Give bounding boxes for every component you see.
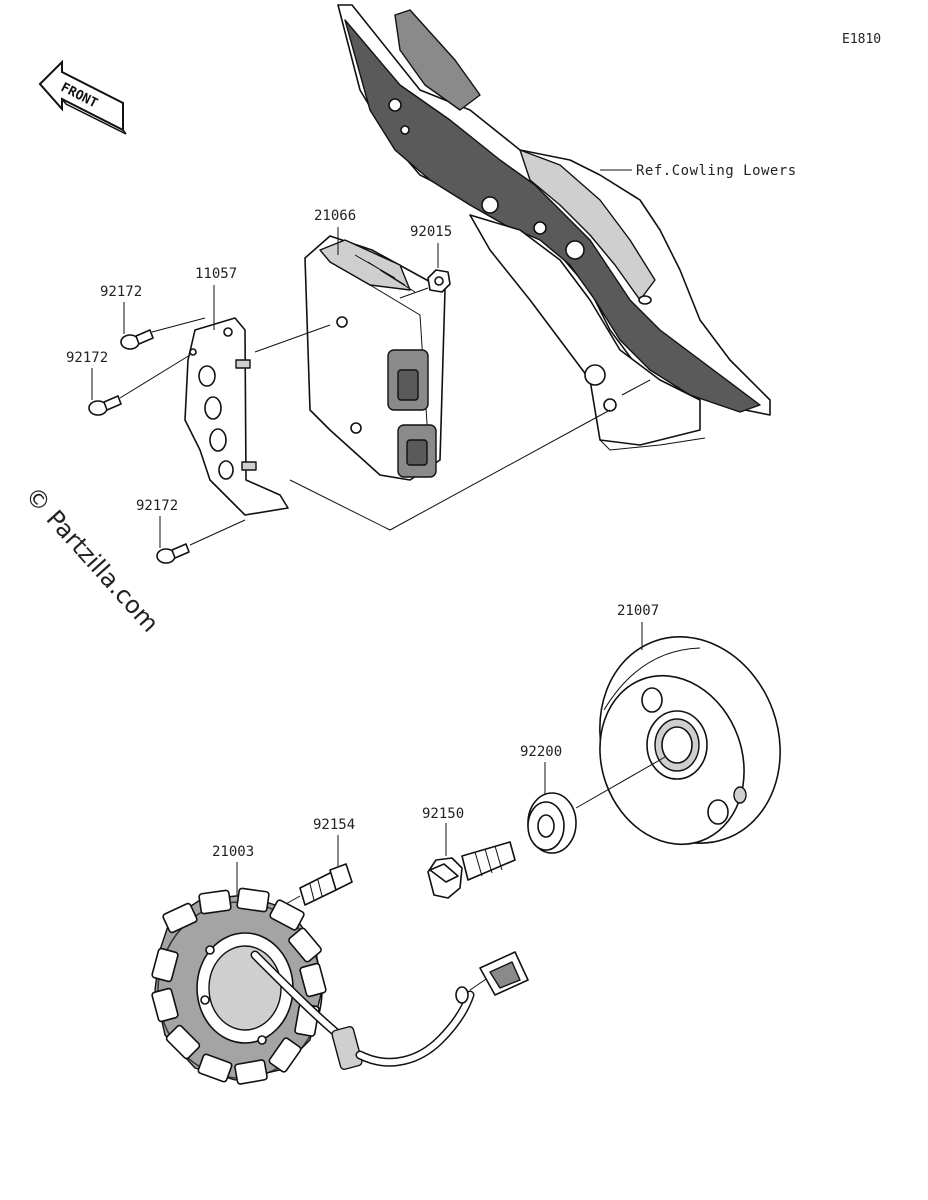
leader-92172-bottom-link [189, 519, 246, 546]
leader-92172-top-link [151, 317, 206, 333]
nut-92015 [427, 269, 451, 293]
screw-92172-middle [88, 395, 122, 416]
screw-92172-top [120, 329, 154, 350]
part-label-92172-middle[interactable]: 92172 [66, 350, 108, 366]
stator-21003 [151, 887, 327, 1085]
part-label-92172-top[interactable]: 92172 [100, 284, 142, 300]
bolt-92154 [299, 863, 353, 906]
leader-bracket-link [254, 324, 331, 353]
part-label-21007[interactable]: 21007 [617, 603, 659, 619]
part-label-21066[interactable]: 21066 [314, 208, 356, 224]
bolt-92150 [427, 841, 516, 899]
part-label-92150[interactable]: 92150 [422, 806, 464, 822]
screw-92172-bottom [156, 543, 190, 564]
part-label-11057[interactable]: 11057 [195, 266, 237, 282]
leader-frame-link [289, 409, 611, 531]
stator-wiring-harness [250, 950, 529, 1070]
leader-nut-link [399, 287, 429, 299]
bracket-11057 [184, 317, 289, 516]
reference-note: Ref.Cowling Lowers [636, 163, 797, 179]
leader-92172-middle-link [119, 354, 191, 399]
rotor-21007 [599, 636, 781, 846]
diagram-code: E1810 [842, 32, 881, 47]
part-label-92154[interactable]: 92154 [313, 817, 355, 833]
frame-structure [337, 4, 771, 451]
washer-92200 [527, 792, 577, 854]
part-label-92015[interactable]: 92015 [410, 224, 452, 240]
leader-92200-link [575, 756, 666, 809]
regulator-rectifier [304, 235, 446, 481]
front-arrow-icon: FRONT [38, 59, 127, 135]
part-label-92172-bottom[interactable]: 92172 [136, 498, 178, 514]
part-label-92200[interactable]: 92200 [520, 744, 562, 760]
part-label-21003[interactable]: 21003 [212, 844, 254, 860]
